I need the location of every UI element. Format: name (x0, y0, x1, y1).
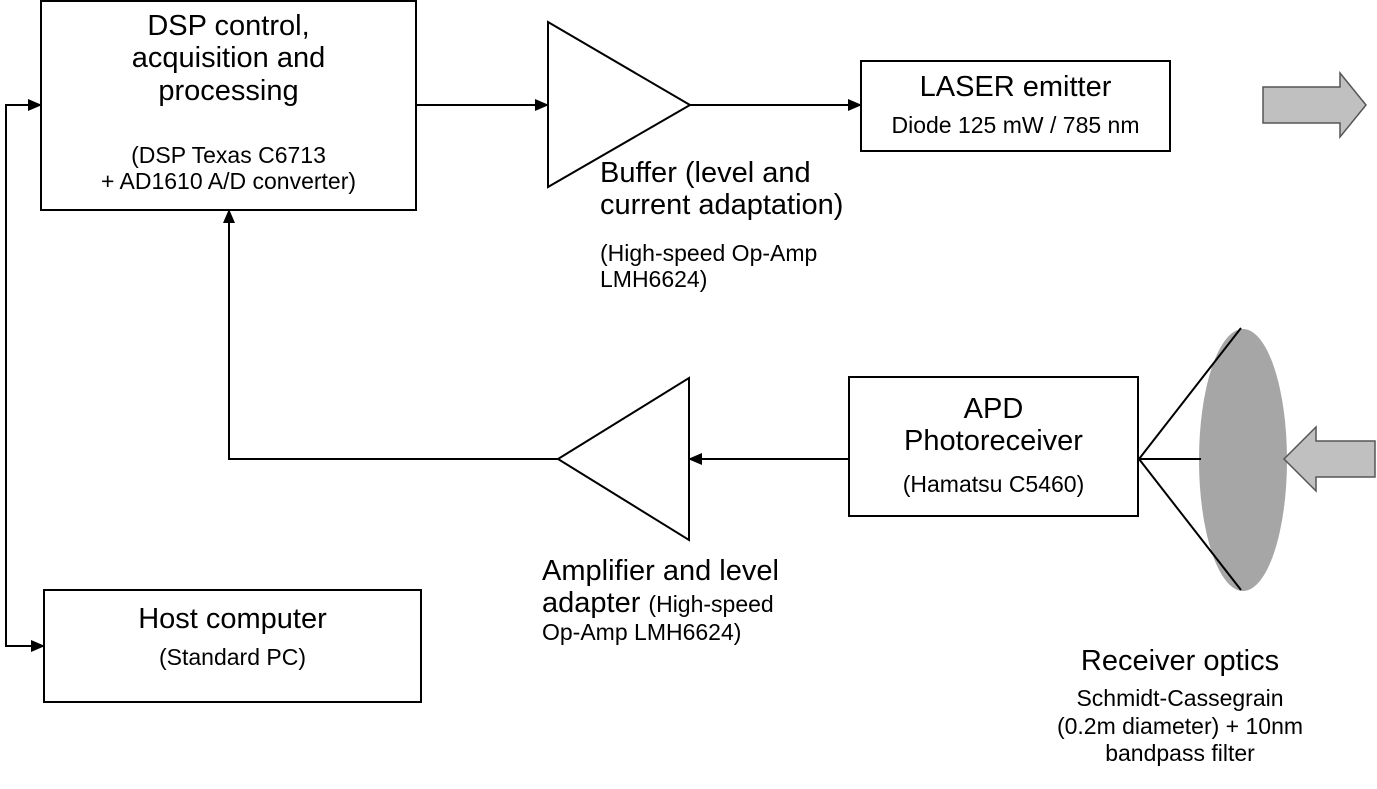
laser-block-title: LASER emitter (919, 71, 1112, 103)
dsp-block-title: DSP control, acquisition and processing (131, 10, 326, 107)
amplifier-triangle (556, 376, 690, 542)
amplifier-label-detail: (High-speed (648, 591, 774, 618)
apd-block-detail: (Hamatsu C5460) (902, 471, 1085, 497)
buffer-label-detail: (High-speed Op-Amp LMH6624) (600, 240, 818, 292)
lens-ray-top (1138, 327, 1242, 460)
amplifier-to-dsp-arrow (223, 209, 558, 460)
amplifier-label: Amplifier and level adapter (High-speed … (542, 555, 779, 645)
laser-block-box (860, 60, 1171, 152)
incoming-light-beam-arrow (1282, 425, 1376, 493)
receiver-optics-title: Receiver optics (1080, 645, 1280, 677)
apd-block-box (848, 376, 1139, 517)
host-dsp-link (5, 104, 44, 647)
receiver-optics-detail: Schmidt-Cassegrain (0.2m diameter) + 10n… (1056, 685, 1304, 767)
dsp-block-box (40, 0, 417, 211)
host-block-detail: (Standard PC) (158, 644, 306, 670)
buffer-label-title: Buffer (level and current adaptation) (600, 157, 844, 222)
laser-block-detail: Diode 125 mW / 785 nm (891, 112, 1140, 138)
lens-ray-bottom (1138, 458, 1242, 591)
host-block-box (43, 589, 422, 703)
laser-output-beam-arrow (1262, 70, 1367, 140)
amplifier-label-main: adapter (542, 587, 641, 620)
host-block-title: Host computer (138, 603, 327, 635)
receiver-lens (1199, 329, 1287, 591)
apd-block-title: APD Photoreceiver (904, 393, 1083, 458)
dsp-block-detail: (DSP Texas C6713 + AD1610 A/D converter) (100, 142, 357, 194)
